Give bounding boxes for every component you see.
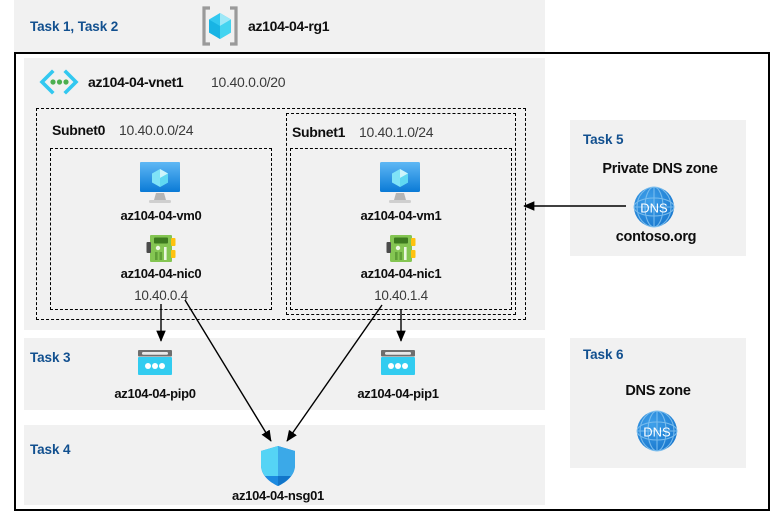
- dns-zone-icon: DNS: [631, 184, 677, 230]
- vm-1-name: az104-04-vm1: [360, 208, 442, 223]
- resource-group-icon: [198, 6, 242, 46]
- task-label-1-2: Task 1, Task 2: [30, 19, 119, 34]
- nic-0-name: az104-04-nic0: [120, 266, 202, 281]
- public-ip-address-icon: [376, 348, 420, 382]
- network-interface-icon: [145, 233, 179, 265]
- nic-0-ip: 10.40.0.4: [134, 288, 188, 303]
- nic-1-name: az104-04-nic1: [360, 266, 442, 281]
- virtual-network-icon: [38, 69, 80, 95]
- task-label-6: Task 6: [583, 347, 624, 362]
- outer-frame: [14, 52, 770, 511]
- network-security-group-icon: [258, 444, 298, 488]
- virtual-machine-icon: [374, 161, 426, 205]
- subnets-container: [36, 108, 526, 320]
- nsg-name: az104-04-nsg01: [232, 488, 324, 503]
- subnet-0-name: Subnet0: [52, 122, 106, 138]
- svg-text:DNS: DNS: [640, 201, 668, 216]
- vnet-name: az104-04-vnet1: [88, 74, 184, 90]
- subnet-1-name: Subnet1: [292, 124, 346, 140]
- virtual-machine-icon: [134, 161, 186, 205]
- resource-group-name: az104-04-rg1: [248, 18, 330, 34]
- vnet-panel: [24, 58, 545, 330]
- dns-zone-heading: DNS zone: [625, 383, 691, 399]
- task3-panel: [24, 338, 545, 410]
- vm-0-name: az104-04-vm0: [120, 208, 202, 223]
- pip-1-name: az104-04-pip1: [357, 386, 439, 401]
- dns-zone-icon: DNS: [634, 408, 680, 454]
- network-interface-icon: [385, 233, 419, 265]
- private-dns-zone-heading: Private DNS zone: [602, 161, 718, 177]
- pip-0-name: az104-04-pip0: [114, 386, 196, 401]
- task-label-4: Task 4: [30, 442, 71, 457]
- task1-task2-panel: [14, 0, 545, 52]
- task-label-3: Task 3: [30, 350, 71, 365]
- private-dns-zone-name: contoso.org: [615, 229, 697, 245]
- subnet-1-cidr: 10.40.1.0/24: [359, 124, 434, 140]
- public-ip-address-icon: [133, 348, 177, 382]
- subnet-0-cidr: 10.40.0.0/24: [119, 122, 194, 138]
- vnet-address-space: 10.40.0.0/20: [211, 74, 286, 90]
- task-label-5: Task 5: [583, 132, 624, 147]
- svg-text:DNS: DNS: [643, 425, 671, 440]
- nic-1-ip: 10.40.1.4: [374, 288, 428, 303]
